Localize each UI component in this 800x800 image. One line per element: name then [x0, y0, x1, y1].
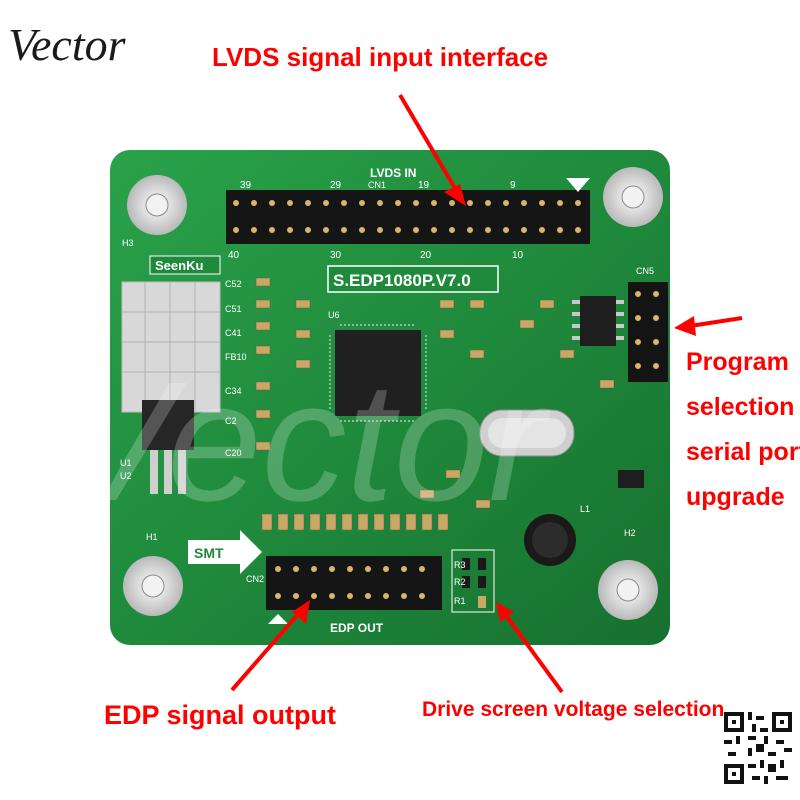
- arrow-lvds: [398, 93, 458, 192]
- label-program-line-1: Program: [686, 348, 789, 376]
- u2-silk: U2: [120, 471, 132, 481]
- regulator-u1: [142, 400, 194, 450]
- c20-silk: C20: [225, 448, 242, 458]
- smt-arrow: [188, 530, 262, 574]
- cn5-silk: CN5: [636, 266, 654, 276]
- pin-29-silk: 29: [330, 180, 342, 191]
- u1-silk: U1: [120, 458, 132, 468]
- r3-silk: R3: [454, 560, 466, 570]
- l1-silk: L1: [580, 504, 590, 514]
- cn5-header: [628, 282, 668, 382]
- voltage-select-area: [451, 549, 495, 613]
- cn1-silk: CN1: [368, 180, 386, 190]
- lvds-header: [226, 190, 590, 244]
- arrow-drive: [503, 612, 564, 694]
- watermark-text: Vector: [60, 347, 551, 537]
- pin-10-silk: 10: [512, 250, 524, 261]
- brand-logo-text: Vector: [8, 19, 126, 70]
- cn2-silk: CN2: [246, 574, 264, 584]
- label-drive-voltage: Drive screen voltage selection: [422, 698, 725, 721]
- pin-30-silk: 30: [330, 250, 342, 261]
- h2-silk: H2: [624, 528, 636, 538]
- smt-silk: SMT: [194, 545, 224, 561]
- pin-20-silk: 20: [420, 250, 432, 261]
- c52-silk: C52: [225, 279, 242, 289]
- model-silk: S.EDP1080P.V7.0: [333, 271, 471, 290]
- pin-19-silk: 19: [418, 180, 430, 191]
- edp-out-silk: EDP OUT: [330, 621, 384, 635]
- u6-silk: U6: [328, 310, 340, 320]
- mounting-hole-h2: [598, 560, 658, 620]
- label-program-selection: Program selection - serial port upgrade: [686, 340, 800, 520]
- c2-silk: C2: [225, 416, 237, 426]
- c51-silk: C51: [225, 304, 242, 314]
- fb10-silk: FB10: [225, 352, 247, 362]
- smd-capacitors: [255, 277, 615, 509]
- r1-silk: R1: [454, 596, 466, 606]
- pin-40-silk: 40: [228, 250, 240, 261]
- c34-silk: C34: [225, 386, 242, 396]
- eeprom-chip: [580, 296, 616, 346]
- label-program-line-4: upgrade: [686, 483, 785, 511]
- label-edp-output: EDP signal output: [104, 700, 337, 730]
- lvds-header-pins: [233, 200, 581, 233]
- lvds-in-silk: LVDS IN: [370, 166, 416, 180]
- pin1-marker-triangle: [566, 178, 590, 192]
- mounting-hole-top-right: [603, 167, 663, 227]
- arrow-edp: [230, 610, 302, 692]
- h3-silk: H3: [122, 238, 134, 248]
- main-ic-u6: [335, 330, 421, 416]
- label-program-line-2: selection -: [686, 393, 800, 421]
- mounting-hole-h1: [123, 556, 183, 616]
- arrow-program: [689, 316, 743, 328]
- label-lvds-input: LVDS signal input interface: [212, 42, 549, 72]
- c41-silk: C41: [225, 328, 242, 338]
- resistor-row: [261, 513, 449, 531]
- pin-39-silk: 39: [240, 180, 252, 191]
- label-program-line-3: serial port: [686, 438, 800, 466]
- pin-9-silk: 9: [510, 180, 516, 191]
- regulator-heatsink: [121, 281, 221, 413]
- r2-silk: R2: [454, 577, 466, 587]
- qr-code-icon: [724, 712, 792, 784]
- edp-header: [266, 556, 442, 610]
- small-transistor: [618, 470, 644, 488]
- seenku-silk: SeenKu: [155, 258, 203, 273]
- h1-silk: H1: [146, 532, 158, 542]
- model-label-box: [327, 265, 499, 293]
- mounting-hole-h3: [127, 175, 187, 235]
- seenku-box: [149, 255, 221, 275]
